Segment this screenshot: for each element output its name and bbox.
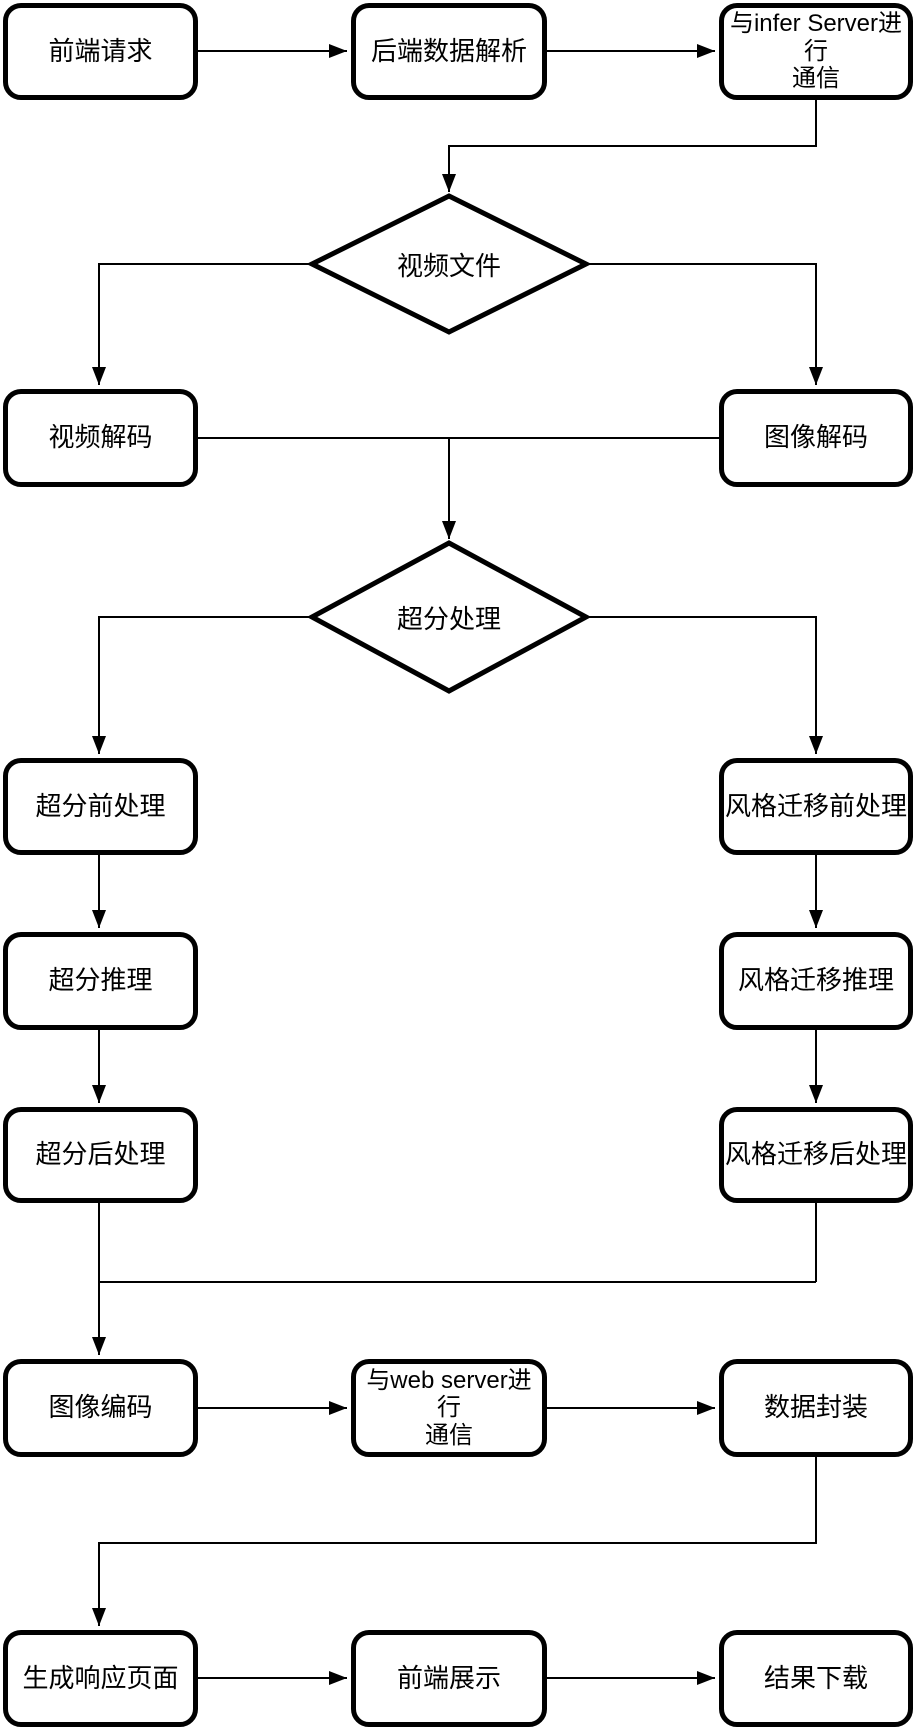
node-frontend-request: 前端请求 bbox=[3, 3, 198, 100]
node-video-decode: 视频解码 bbox=[3, 389, 198, 487]
decision-video-file-label: 视频文件 bbox=[396, 250, 501, 281]
node-infer-server-comm: 与infer Server进行 通信 bbox=[719, 3, 913, 100]
node-web-server-comm: 与web server进行 通信 bbox=[351, 1359, 547, 1457]
node-web-server-comm-line1: 与web server进行 bbox=[366, 1366, 532, 1422]
edge-video-file-decision-to-image-decode bbox=[586, 263, 823, 385]
decision-sr-label-box: 超分处理 bbox=[339, 597, 559, 637]
edge-video-file-decision-to-video-decode bbox=[92, 263, 312, 385]
node-style-post-label: 风格迁移后处理 bbox=[724, 1139, 907, 1170]
node-image-encode: 图像编码 bbox=[3, 1359, 198, 1457]
node-web-server-comm-line2: 通信 bbox=[425, 1421, 473, 1449]
decision-video-file-shape bbox=[306, 193, 592, 335]
edge-sr-decision-to-sr-pre bbox=[92, 616, 312, 754]
node-data-pack-label: 数据封装 bbox=[763, 1392, 868, 1423]
node-style-pre-label: 风格迁移前处理 bbox=[724, 790, 907, 821]
node-style-infer: 风格迁移推理 bbox=[719, 932, 913, 1030]
node-infer-server-comm-line2: 通信 bbox=[792, 65, 840, 93]
node-backend-parse-label: 后端数据解析 bbox=[370, 35, 527, 66]
node-result-download: 结果下载 bbox=[719, 1630, 913, 1727]
node-image-encode-label: 图像编码 bbox=[48, 1392, 153, 1423]
node-frontend-display: 前端展示 bbox=[351, 1630, 547, 1727]
node-style-pre: 风格迁移前处理 bbox=[719, 758, 913, 855]
node-image-decode-label: 图像解码 bbox=[763, 422, 868, 453]
node-result-download-label: 结果下载 bbox=[763, 1662, 868, 1693]
edge-sr-decision-to-style-pre bbox=[586, 616, 823, 754]
node-gen-response-page-label: 生成响应页面 bbox=[22, 1662, 179, 1693]
edge-infer-server-comm-to-video-file-decision bbox=[442, 100, 817, 192]
node-image-decode: 图像解码 bbox=[719, 389, 913, 487]
node-sr-infer-label: 超分推理 bbox=[48, 965, 153, 996]
node-style-infer-label: 风格迁移推理 bbox=[737, 965, 894, 996]
node-sr-pre: 超分前处理 bbox=[3, 758, 198, 855]
node-frontend-display-label: 前端展示 bbox=[396, 1662, 501, 1693]
node-sr-post: 超分后处理 bbox=[3, 1107, 198, 1203]
node-data-pack: 数据封装 bbox=[719, 1359, 913, 1457]
node-frontend-request-label: 前端请求 bbox=[48, 35, 153, 66]
node-video-decode-label: 视频解码 bbox=[48, 422, 153, 453]
decision-video-file-label-box: 视频文件 bbox=[339, 244, 559, 284]
node-sr-infer: 超分推理 bbox=[3, 932, 198, 1030]
node-backend-parse: 后端数据解析 bbox=[351, 3, 547, 100]
node-gen-response-page: 生成响应页面 bbox=[3, 1630, 198, 1727]
node-sr-pre-label: 超分前处理 bbox=[35, 790, 166, 821]
node-style-post: 风格迁移后处理 bbox=[719, 1107, 913, 1203]
decision-sr-shape bbox=[306, 540, 592, 694]
node-sr-post-label: 超分后处理 bbox=[35, 1139, 166, 1170]
edge-data-pack-to-gen-response-page bbox=[92, 1457, 817, 1626]
node-infer-server-comm-line1: 与infer Server进行 bbox=[729, 10, 903, 65]
decision-sr-label: 超分处理 bbox=[396, 603, 501, 634]
